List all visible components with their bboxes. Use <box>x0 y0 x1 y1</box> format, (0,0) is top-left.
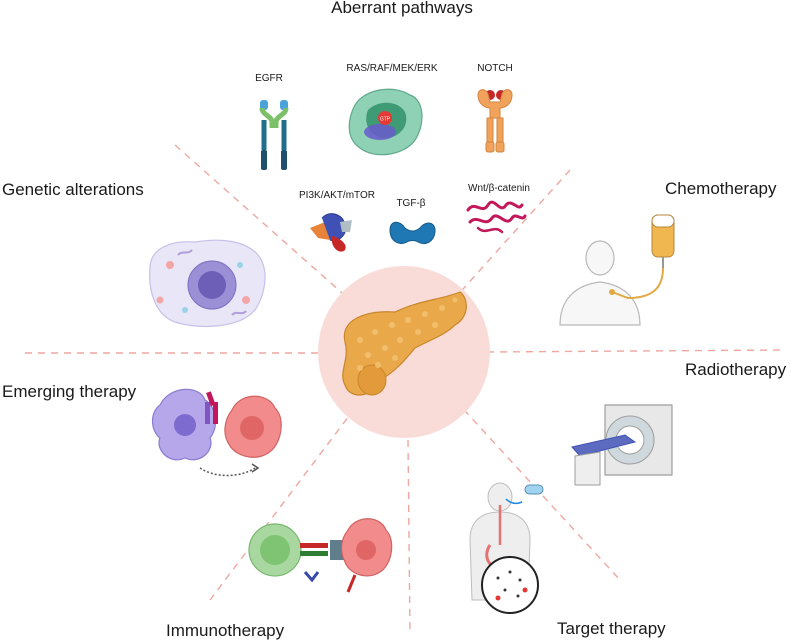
divider-upper-right <box>454 169 571 299</box>
notch-receptor-icon <box>477 89 513 153</box>
divider-right <box>486 349 786 353</box>
egfr-label: EGFR <box>255 73 283 84</box>
genetic-alterations-label: Genetic alterations <box>2 180 144 199</box>
ras-protein-icon: GTP <box>348 88 423 156</box>
genetic-alterations-cell-icon <box>149 239 266 328</box>
emerging-therapy-cells-icon <box>151 388 282 477</box>
egfr-receptor-icon <box>259 100 289 170</box>
target-therapy-body-icon <box>469 482 544 614</box>
radiotherapy-label: Radiotherapy <box>685 360 787 379</box>
pi3k-protein-icon <box>310 213 352 252</box>
pi3k-label: PI3K/AKT/mTOR <box>299 190 375 201</box>
aberrant-pathways-title: Aberrant pathways <box>331 0 473 17</box>
tgfb-label: TGF-β <box>396 198 425 209</box>
wnt-label: Wnt/β-catenin <box>468 183 530 194</box>
wnt-protein-icon <box>466 200 527 234</box>
radiotherapy-machine-icon <box>571 404 673 486</box>
divider-lower-left <box>209 407 356 601</box>
chemotherapy-label: Chemotherapy <box>665 179 777 198</box>
notch-label: NOTCH <box>477 63 513 74</box>
immunotherapy-cells-icon <box>248 518 393 593</box>
immunotherapy-label: Immunotherapy <box>166 621 285 640</box>
chemotherapy-patient-icon <box>559 214 675 326</box>
gtp-label: GTP <box>380 117 391 123</box>
ras-label: RAS/RAF/MEK/ERK <box>346 63 437 74</box>
target-therapy-label: Target therapy <box>557 619 666 638</box>
tgfb-protein-icon <box>389 221 436 245</box>
divider-bottom <box>407 439 411 636</box>
emerging-therapy-label: Emerging therapy <box>2 382 137 401</box>
pancreas-icon <box>342 291 467 396</box>
